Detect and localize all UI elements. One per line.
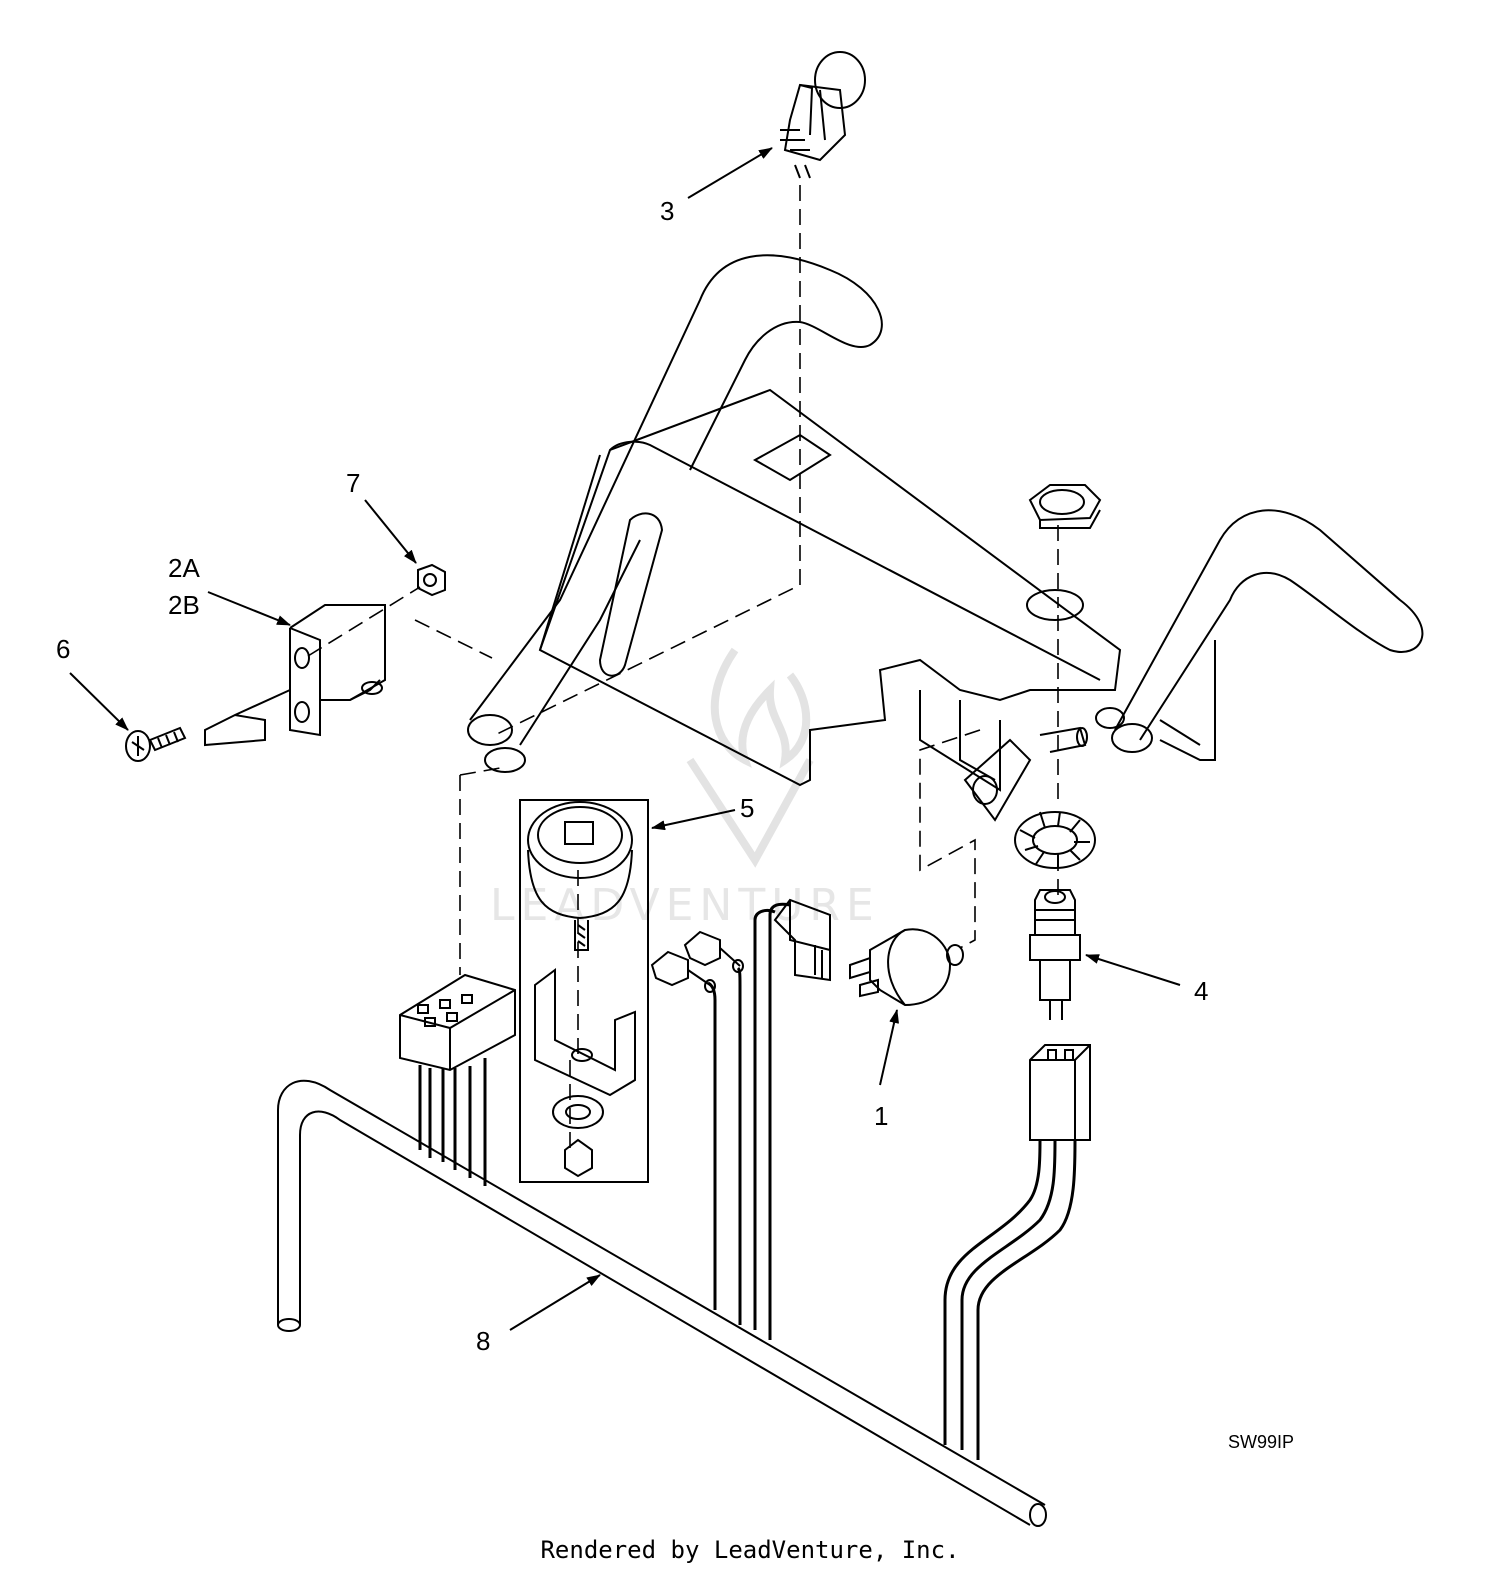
spade-terminals: [650, 930, 744, 993]
part-5-hour-meter: [519, 799, 649, 1183]
assembly-lines: [307, 185, 1059, 1150]
console-bracket: [538, 388, 1122, 822]
callout-7[interactable]: 7: [346, 468, 361, 498]
part-1-switch: [849, 928, 964, 1007]
callout-4[interactable]: 4: [1194, 976, 1209, 1006]
harness-connector: [399, 973, 516, 1072]
callout-8[interactable]: 8: [476, 1326, 491, 1356]
part-7-nut: [417, 563, 446, 597]
callout-2b[interactable]: 2B: [168, 590, 200, 620]
drawing-code: SW99IP: [1228, 1432, 1295, 1452]
handle-tube-right: [1095, 509, 1424, 761]
harness-wires[interactable]: [418, 902, 1077, 1460]
hex-nut-top: [1028, 484, 1102, 529]
part-2-switch: [204, 604, 386, 747]
callout-arrows: [69, 147, 1181, 1331]
part-4-sender: [1029, 889, 1081, 1020]
callout-2a[interactable]: 2A: [168, 553, 200, 583]
watermark-text: LEADVENTURE: [490, 880, 880, 931]
part-3-connector: [780, 51, 866, 179]
watermark-logo: [686, 647, 814, 868]
callout-6[interactable]: 6: [56, 634, 71, 664]
footer-credit: Rendered by LeadVenture, Inc.: [540, 1536, 960, 1564]
part-6-screw: [125, 726, 187, 762]
callout-5[interactable]: 5: [740, 793, 755, 823]
sender-plug: [1029, 1044, 1091, 1141]
part-8-harness: [277, 1079, 1047, 1527]
wire-connector-block: [773, 898, 831, 982]
callout-1[interactable]: 1: [874, 1101, 889, 1131]
handle-tube-left: [467, 254, 883, 773]
callout-3[interactable]: 3: [660, 196, 675, 226]
lock-washer: [1014, 811, 1096, 869]
